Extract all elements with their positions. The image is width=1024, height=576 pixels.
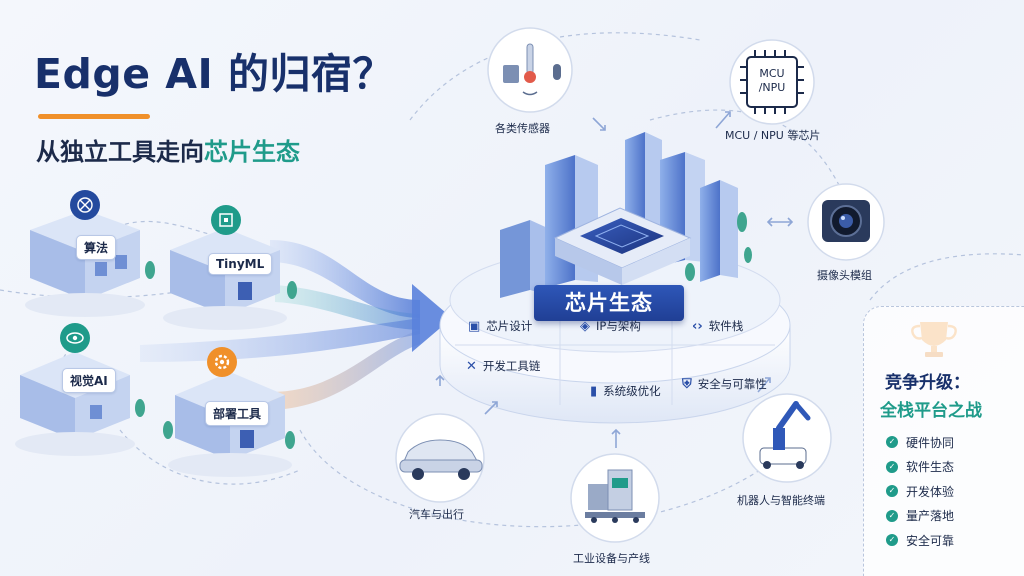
flow-arrowhead — [412, 284, 452, 352]
connector-arrows — [435, 111, 794, 448]
cell-ip-architecture: ◈ IP与架构 — [580, 318, 641, 334]
camera-module-icon — [822, 200, 870, 242]
tool-buildings — [15, 210, 297, 477]
sensors-label: 各类传感器 — [495, 122, 550, 135]
auto-label: 汽车与出行 — [409, 508, 464, 521]
robot-label: 机器人与智能终端 — [737, 494, 825, 507]
mcu-chip-text-2: /NPU — [758, 81, 786, 94]
chip-icon — [211, 205, 241, 235]
ecosystem-banner: 芯片生态 — [534, 285, 684, 321]
cell-chip-design: ▣ 芯片设计 — [468, 318, 532, 334]
list-item: ✓ 软件生态 — [886, 455, 954, 480]
cell-software-stack: ‹› 软件栈 — [692, 318, 743, 334]
network-icon — [70, 190, 100, 220]
check-icon: ✓ — [886, 436, 898, 449]
panel-heading-1: 竞争升级： — [885, 373, 970, 393]
mcu-chip-icon — [740, 50, 804, 114]
list-item: ✓ 开发体验 — [886, 479, 954, 504]
list-item-label: 安全可靠 — [906, 533, 955, 548]
tool-tag-vision-ai: 视觉AI — [62, 368, 116, 393]
city-towers — [500, 132, 752, 298]
cell-dev-toolchain: ✕ 开发工具链 — [466, 358, 540, 374]
shield-icon: ⛨ — [682, 376, 692, 392]
list-item: ✓ 硬件协同 — [886, 430, 954, 455]
list-item-label: 硬件协同 — [906, 435, 955, 450]
soc-chip-icon — [580, 218, 664, 254]
cell-security-reliability: ⛨ 安全与可靠性 — [682, 376, 767, 392]
cell-label: 系统级优化 — [603, 384, 661, 398]
bar-chart-icon: ▮ — [590, 383, 598, 399]
chip-icon: ▣ — [468, 318, 481, 334]
eye-icon — [60, 323, 90, 353]
tool-tag-deploy-tools: 部署工具 — [205, 401, 270, 426]
subtitle-prefix: 从独立工具走向 — [36, 138, 204, 166]
list-item-label: 软件生态 — [906, 460, 955, 475]
robot-arm-icon — [759, 401, 811, 469]
cell-system-optimization: ▮ 系统级优化 — [590, 383, 661, 399]
page-title: Edge AI 的归宿？ — [34, 50, 395, 98]
central-platform — [439, 247, 791, 424]
car-icon — [399, 439, 483, 480]
satellites — [395, 27, 885, 543]
gear-icon — [207, 347, 237, 377]
panel-heading-2: 全栈平台之战 — [880, 401, 982, 421]
tool-tag-algorithm: 算法 — [76, 235, 117, 260]
check-icon: ✓ — [886, 509, 898, 522]
cell-label: 安全与可靠性 — [697, 377, 767, 391]
title-underline — [38, 114, 150, 119]
check-icon: ✓ — [886, 485, 898, 498]
sensor-icon — [503, 43, 561, 96]
cell-label: IP与架构 — [596, 319, 641, 333]
check-icon: ✓ — [886, 460, 898, 473]
flow-ribbons — [140, 240, 452, 410]
wrench-icon: ✕ — [466, 358, 477, 374]
industrial-label: 工业设备与产线 — [573, 552, 650, 565]
list-item-label: 量产落地 — [906, 509, 955, 524]
list-item: ✓ 安全可靠 — [886, 528, 954, 553]
list-item: ✓ 量产落地 — [886, 504, 954, 529]
camera-label: 摄像头模组 — [817, 269, 872, 282]
check-icon: ✓ — [886, 534, 898, 547]
list-item-label: 开发体验 — [906, 484, 955, 499]
code-icon: ‹› — [692, 318, 703, 334]
cell-label: 软件栈 — [708, 319, 744, 333]
industrial-line-icon — [585, 469, 645, 523]
subtitle-highlight: 芯片生态 — [204, 138, 300, 166]
cell-label: 芯片设计 — [486, 319, 533, 333]
mcu-label: MCU / NPU 等芯片 — [725, 129, 821, 142]
cell-label: 开发工具链 — [482, 359, 541, 373]
subtitle: 从独立工具走向芯片生态 — [36, 132, 300, 167]
diamond-icon: ◈ — [580, 318, 590, 334]
tool-badges — [60, 190, 241, 377]
panel-checklist: ✓ 硬件协同 ✓ 软件生态 ✓ 开发体验 ✓ 量产落地 ✓ 安全可靠 — [886, 430, 954, 553]
tool-tag-tinyml: TinyML — [208, 253, 273, 275]
mcu-chip-text-1: MCU — [759, 67, 785, 80]
